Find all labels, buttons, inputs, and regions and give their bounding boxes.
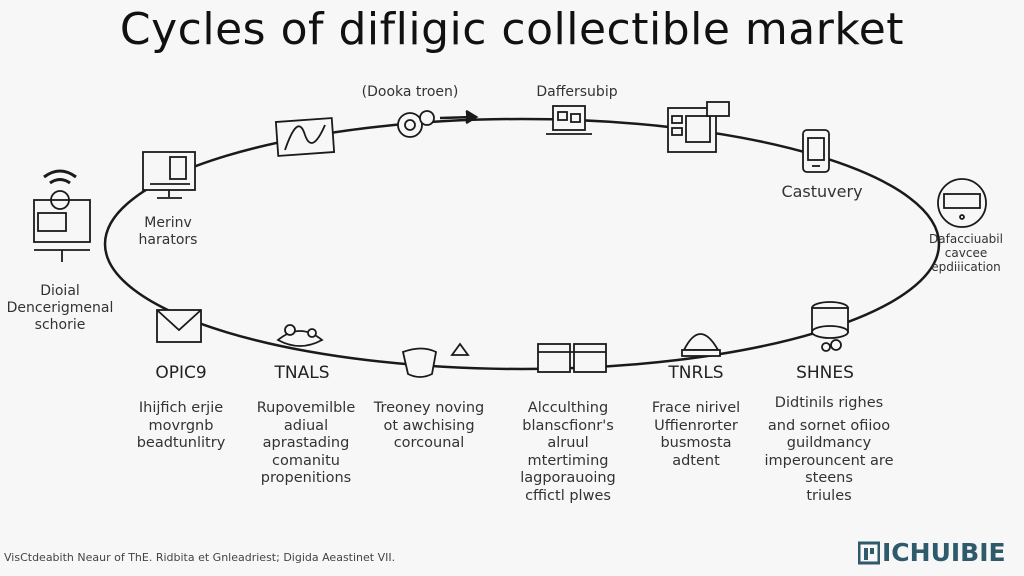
- label-gear: (Dooka troen): [361, 84, 459, 100]
- desc-line: Ihijfich erjie: [138, 400, 224, 416]
- envelope-icon: [156, 309, 202, 343]
- desc-line: movrgnb: [148, 417, 214, 434]
- column-heading: SHNES: [796, 363, 854, 383]
- desc-line: propenitions: [260, 470, 352, 486]
- desc-line: and sornet ofiioo: [767, 417, 891, 434]
- label-line: Dioial: [40, 283, 80, 299]
- brand-logo-icon: [858, 541, 880, 564]
- label-laptop: Daffersubip: [536, 84, 618, 100]
- desc-line: aprastading: [262, 435, 350, 451]
- dashboard-icon: [667, 101, 730, 153]
- dome-icon: [681, 333, 721, 357]
- desc-line: adtent: [672, 452, 720, 469]
- wires-icon: [276, 324, 324, 347]
- desc-line: busmosta: [660, 435, 732, 451]
- desc-line: Uffienrorter: [654, 417, 738, 434]
- column-description: Treoney noving ot awchising corcounal: [374, 400, 485, 453]
- desc-line: cffictl plwes: [525, 487, 611, 504]
- phone-icon: [802, 129, 830, 173]
- column-heading: OPIC9: [155, 363, 207, 383]
- desc-line: corcounal: [393, 435, 465, 451]
- column-heading: TNALS: [274, 363, 330, 383]
- label-line: Dencerigmenal: [6, 300, 114, 316]
- desc-line: steens: [805, 470, 853, 486]
- desc-line: alruul: [547, 435, 589, 451]
- desc-line: mtertiming: [527, 452, 609, 469]
- device-circle-icon: [937, 178, 987, 228]
- database-stack-icon: [811, 301, 849, 352]
- desc-line: lagporauoing: [520, 470, 616, 486]
- wifi-device-icon: [33, 169, 91, 262]
- column-heading: TNRLS: [668, 363, 724, 383]
- label-line: Dafacciuabil: [929, 232, 1003, 246]
- chart-curve-icon: [274, 117, 336, 157]
- label-line: Merinv: [144, 215, 192, 231]
- diagram-title: Cycles of difligic collectible market: [119, 4, 905, 55]
- desc-line: imperouncent are: [764, 452, 894, 469]
- desc-line: adiual: [283, 417, 329, 434]
- desc-line: Rupovemilble: [256, 400, 356, 416]
- desc-line: Didtinils righes: [774, 395, 884, 411]
- label-line: cavcee: [944, 246, 988, 260]
- column-description: Didtinils righes and sornet ofiioo guild…: [765, 395, 894, 505]
- figure-icon: [401, 342, 470, 378]
- column-description: Rupovemilble adiual aprastading comanitu…: [257, 400, 356, 488]
- desc-line: beadtunlitry: [136, 435, 226, 451]
- arrow-icon: [439, 109, 479, 125]
- label-line: harators: [138, 232, 198, 248]
- monitor-icon: [142, 151, 196, 199]
- brand-name: ICHUIBIE: [882, 538, 1006, 567]
- desc-line: blanscfionr's: [522, 417, 614, 434]
- desc-line: Alcculthing: [527, 400, 609, 416]
- label-monitor: Merinv harators: [139, 215, 198, 249]
- column-description: Ihijfich erjie movrgnb beadtunlitry: [137, 400, 226, 453]
- brand-logo: ICHUIBIE: [858, 538, 1006, 567]
- cycle-ellipse: [103, 117, 941, 371]
- label-phone: Castuvery: [781, 182, 863, 201]
- laptop-icon: [546, 105, 592, 135]
- desc-line: Treoney noving: [373, 400, 485, 416]
- desc-line: Frace nirivel: [651, 400, 741, 416]
- desc-line: comanitu: [272, 452, 340, 469]
- label-line: epdiiication: [931, 260, 1001, 274]
- label-line: schorie: [34, 317, 86, 333]
- gear-person-icon: [397, 110, 435, 138]
- label-left: Dioial Dencerigmenal schorie: [7, 283, 114, 334]
- desc-line: guildmancy: [786, 435, 872, 451]
- footer-caption: VisCtdeabith Neaur of ThE. Ridbita et Gn…: [4, 551, 396, 564]
- column-description: Frace nirivel Uffienrorter busmosta adte…: [652, 400, 740, 470]
- desc-line: ot awchising: [383, 417, 475, 434]
- label-right: Dafacciuabil cavcee epdiiication: [929, 232, 1003, 274]
- desc-line: triules: [806, 487, 852, 504]
- column-description: Alcculthing blanscfionr's alruul mtertim…: [520, 400, 616, 505]
- panels-icon: [537, 343, 607, 373]
